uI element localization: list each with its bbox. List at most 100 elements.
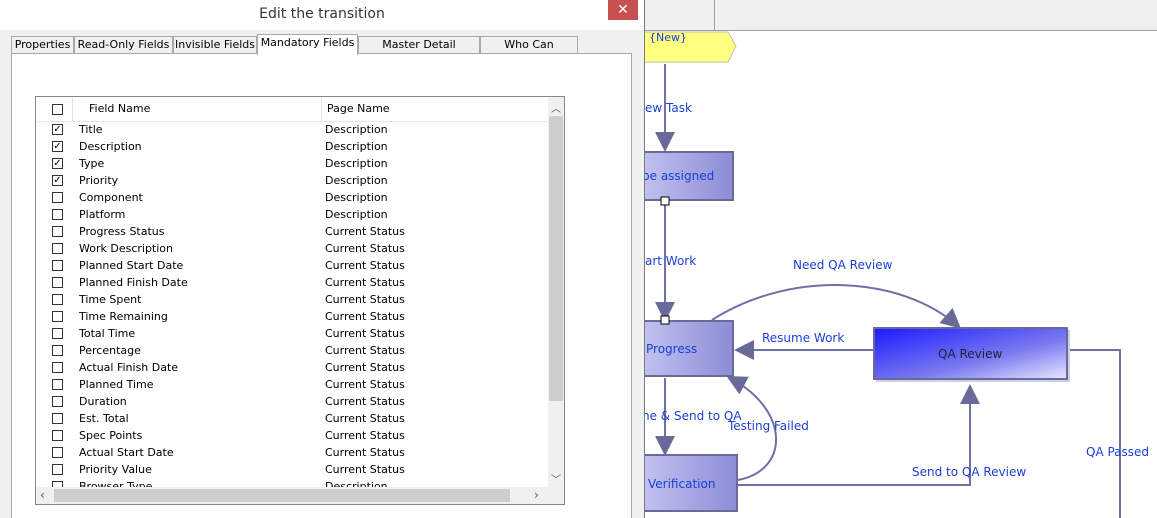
table-row[interactable]: Actual Start Date Current Status	[36, 444, 548, 461]
row-checkbox[interactable]	[52, 396, 63, 407]
row-checkbox[interactable]	[52, 362, 63, 373]
column-header-page-name[interactable]: Page Name	[327, 102, 390, 115]
close-icon: ✕	[617, 2, 629, 18]
table-row[interactable]: Actual Finish Date Current Status	[36, 359, 548, 376]
select-all-checkbox[interactable]	[52, 104, 63, 115]
column-header-field-name[interactable]: Field Name	[89, 102, 151, 115]
tab-invisible-fields[interactable]: Invisible Fields	[173, 36, 257, 54]
field-name-cell: Title	[79, 123, 103, 136]
table-row[interactable]: Work Description Current Status	[36, 240, 548, 257]
tab-who-can-perform[interactable]: Who Can Perform	[480, 36, 578, 67]
state-in-progress-label: Progress	[646, 342, 697, 356]
row-checkbox[interactable]	[52, 413, 63, 424]
dialog-title: Edit the transition	[259, 6, 385, 22]
row-checkbox[interactable]	[52, 209, 63, 220]
transition-new-task-label: ew Task	[645, 101, 692, 115]
toolbar-separator	[714, 0, 715, 30]
row-checkbox[interactable]: ✓	[52, 141, 63, 152]
scroll-down-icon[interactable]: ﹀	[551, 475, 561, 486]
transition-testing-failed-label: Testing Failed	[727, 419, 809, 433]
close-button[interactable]: ✕	[608, 0, 638, 20]
field-name-cell: Percentage	[79, 344, 141, 357]
row-checkbox[interactable]	[52, 277, 63, 288]
table-row[interactable]: Priority Value Current Status	[36, 461, 548, 478]
page-name-cell: Description	[325, 208, 388, 221]
field-name-cell: Planned Finish Date	[79, 276, 188, 289]
row-checkbox[interactable]: ✓	[52, 175, 63, 186]
page-name-cell: Current Status	[325, 259, 405, 272]
row-checkbox[interactable]	[52, 294, 63, 305]
field-name-cell: Actual Finish Date	[79, 361, 179, 374]
header-separator	[72, 97, 73, 121]
page-name-cell: Current Status	[325, 242, 405, 255]
tab-master-detail-relation[interactable]: Master Detail Relation	[358, 36, 480, 67]
row-checkbox[interactable]	[52, 243, 63, 254]
page-name-cell: Current Status	[325, 463, 405, 476]
dialog-titlebar[interactable]: Edit the transition ✕	[0, 0, 644, 30]
tab-mandatory-fields[interactable]: Mandatory Fields	[257, 34, 358, 55]
grid-header: Field Name Page Name	[36, 97, 548, 122]
page-name-cell: Current Status	[325, 293, 405, 306]
row-checkbox[interactable]	[52, 226, 63, 237]
page-name-cell: Current Status	[325, 310, 405, 323]
row-checkbox[interactable]	[52, 328, 63, 339]
field-name-cell: Priority Value	[79, 463, 152, 476]
state-qa-review-label: QA Review	[938, 347, 1002, 361]
transition-send-to-qa-review-label: Send to QA Review	[912, 465, 1026, 479]
row-checkbox[interactable]: ✓	[52, 158, 63, 169]
field-name-cell: Priority	[79, 174, 119, 187]
scroll-left-icon[interactable]: ‹	[40, 488, 45, 502]
scroll-right-icon[interactable]: ›	[534, 488, 539, 502]
scroll-up-icon[interactable]: ︿	[551, 104, 561, 115]
row-checkbox[interactable]	[52, 430, 63, 441]
row-checkbox[interactable]	[52, 260, 63, 271]
canvas-toolbar	[644, 0, 1157, 31]
page-name-cell: Current Status	[325, 344, 405, 357]
table-row[interactable]: Percentage Current Status	[36, 342, 548, 359]
connection-handle	[660, 196, 670, 206]
page-name-cell: Current Status	[325, 446, 405, 459]
row-checkbox[interactable]	[52, 192, 63, 203]
row-checkbox[interactable]	[52, 311, 63, 322]
vertical-scrollbar[interactable]: ︿ ﹀	[548, 97, 564, 487]
horizontal-scrollbar[interactable]: ‹ ›	[36, 487, 548, 504]
vertical-scroll-thumb[interactable]	[549, 116, 563, 401]
table-row[interactable]: Planned Finish Date Current Status	[36, 274, 548, 291]
transition-qa-passed-label: QA Passed	[1086, 445, 1149, 459]
field-name-cell: Total Time	[79, 327, 136, 340]
tab-properties[interactable]: Properties	[11, 36, 74, 54]
row-checkbox[interactable]	[52, 345, 63, 356]
row-checkbox[interactable]	[52, 379, 63, 390]
field-name-cell: Est. Total	[79, 412, 129, 425]
field-name-cell: Actual Start Date	[79, 446, 174, 459]
row-checkbox[interactable]: ✓	[52, 124, 63, 135]
page-name-cell: Current Status	[325, 225, 405, 238]
page-name-cell: Current Status	[325, 378, 405, 391]
field-name-cell: Work Description	[79, 242, 173, 255]
row-checkbox[interactable]	[52, 447, 63, 458]
page-name-cell: Current Status	[325, 361, 405, 374]
field-name-cell: Component	[79, 191, 143, 204]
field-name-cell: Description	[79, 140, 142, 153]
connection-handle	[660, 315, 670, 325]
page-name-cell: Current Status	[325, 276, 405, 289]
tab-read-only-fields[interactable]: Read-Only Fields	[74, 36, 173, 54]
row-checkbox[interactable]	[52, 464, 63, 475]
horizontal-scroll-thumb[interactable]	[54, 489, 510, 502]
